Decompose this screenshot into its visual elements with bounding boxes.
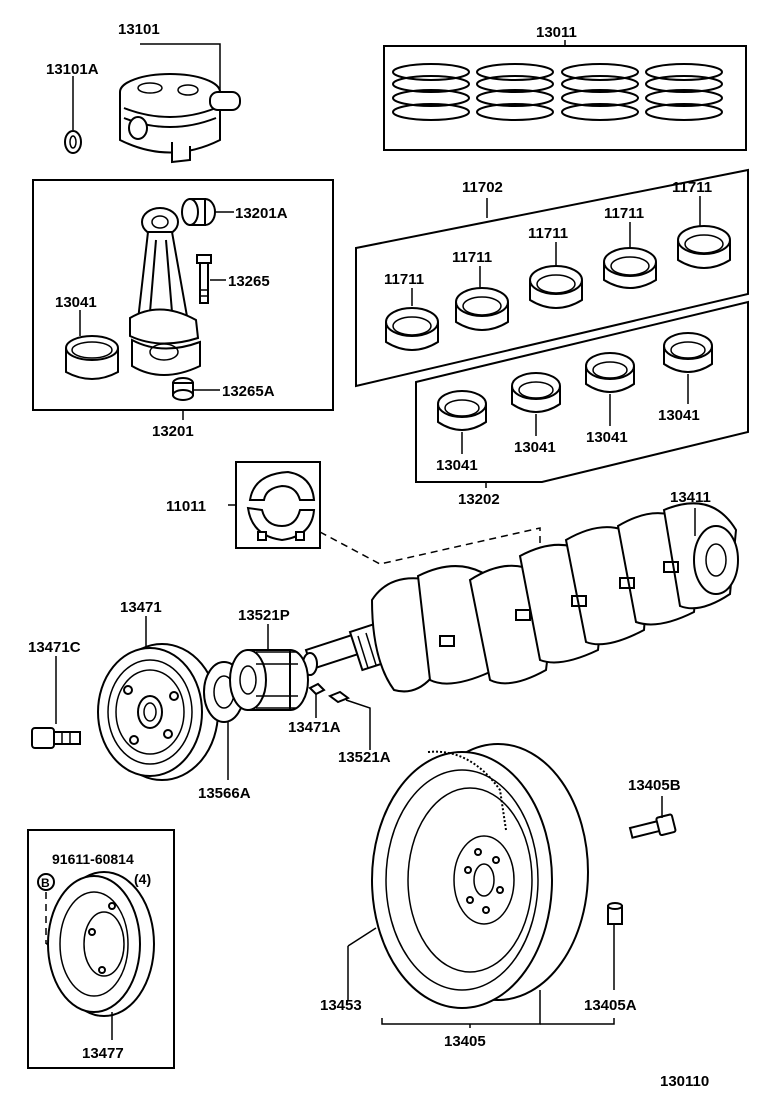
label-inset-bolt: 91611-60814 <box>52 851 134 867</box>
rod-bearing-left[interactable] <box>65 335 119 380</box>
rod-bearing-set-1[interactable] <box>437 390 487 431</box>
rod-bearing-set-3[interactable] <box>585 352 635 393</box>
label-inset-pulley: 13477 <box>82 1045 124 1062</box>
connecting-rod[interactable] <box>129 207 201 376</box>
label-piston-pin-clip: 13101A <box>46 61 99 78</box>
ring-gear-leader-2 <box>347 927 377 947</box>
label-pulley-bolt: 13471C <box>28 639 81 656</box>
piston-leader <box>140 43 221 92</box>
flywheel-bracket-left <box>381 990 541 1025</box>
inset-ref-letter: B <box>41 876 50 890</box>
label-rod-bearing-set: 13202 <box>458 491 500 508</box>
label-rod-bolt: 13265 <box>228 273 270 290</box>
label-crank-bearing-2: 11711 <box>452 249 492 266</box>
label-crankshaft: 13411 <box>670 489 711 506</box>
label-con-rod-assy: 13201 <box>152 423 194 440</box>
label-crank-bearing-1: 11711 <box>384 271 424 288</box>
crank-bearing-1[interactable] <box>385 307 439 351</box>
inset-pulley[interactable] <box>47 871 155 1017</box>
rod-bearing-set-4[interactable] <box>663 332 713 373</box>
label-flywheel-bolt: 13405B <box>628 777 681 794</box>
rod-bearing-set-2[interactable] <box>511 372 561 413</box>
label-rod-bearing-set-1: 13041 <box>436 457 478 474</box>
gear-key[interactable] <box>327 690 351 704</box>
label-flywheel-pin: 13405A <box>584 997 637 1014</box>
inset-box <box>27 829 175 1069</box>
timing-gear[interactable] <box>229 649 309 711</box>
inset-ref-marker: B <box>37 873 55 891</box>
label-crank-pulley: 13471 <box>120 599 162 616</box>
piston[interactable] <box>119 73 241 164</box>
ring-stack-3 <box>561 63 639 121</box>
flywheel-bracket-right <box>540 1018 615 1025</box>
label-inset-qty: (4) <box>134 871 151 887</box>
label-rod-bushing: 13201A <box>235 205 288 222</box>
crank-bearing-box <box>355 168 749 388</box>
rod-bearing-box <box>415 300 749 483</box>
ring-stack-4 <box>645 63 723 121</box>
rod-bushing[interactable] <box>181 198 216 226</box>
thrust-position-dash <box>319 527 541 566</box>
piston-ring-box <box>383 45 747 151</box>
diagram-code: 130110 <box>660 1073 709 1090</box>
crank-pulley[interactable] <box>97 643 219 781</box>
label-rod-nut: 13265A <box>222 383 275 400</box>
label-piston-rings: 13011 <box>536 24 577 41</box>
pulley-key[interactable] <box>308 682 326 696</box>
ring-stack-1 <box>392 63 470 121</box>
crank-bearing-2[interactable] <box>455 287 509 331</box>
gear-key-leader <box>345 699 371 750</box>
label-crank-bearing-3: 11711 <box>528 225 568 242</box>
crank-bearing-5[interactable] <box>677 225 731 269</box>
piston-ring-set[interactable] <box>392 63 723 121</box>
label-gear-key: 13521A <box>338 749 391 766</box>
crankshaft[interactable] <box>302 502 739 693</box>
label-rod-bearing-set-4: 13041 <box>658 407 700 424</box>
flywheel-pin[interactable] <box>607 902 623 925</box>
rod-nut[interactable] <box>172 377 194 401</box>
crank-bearing-4[interactable] <box>603 247 657 289</box>
label-pulley-key: 13471A <box>288 719 341 736</box>
label-crank-bearing-4: 11711 <box>604 205 644 222</box>
flywheel[interactable] <box>371 743 589 1009</box>
label-timing-gear: 13521P <box>238 607 290 624</box>
label-crank-bearing-5: 11711 <box>672 179 712 196</box>
label-piston: 13101 <box>118 21 160 38</box>
label-flywheel-assy: 13405 <box>444 1033 486 1050</box>
ring-stack-2 <box>476 63 554 121</box>
label-thrust-washer-set: 11011 <box>166 498 206 515</box>
label-oil-slinger: 13566A <box>198 785 251 802</box>
ring-gear[interactable] <box>427 750 507 831</box>
crank-bearing-3[interactable] <box>529 265 583 309</box>
thrust-washer-set[interactable] <box>246 470 316 542</box>
flywheel-bolt[interactable] <box>628 813 677 839</box>
label-rod-bearing-set-3: 13041 <box>586 429 628 446</box>
label-rod-bearing-left: 13041 <box>55 294 97 311</box>
rod-bolt[interactable] <box>196 254 212 304</box>
label-crank-bearing-set: 11702 <box>462 179 503 196</box>
pulley-bolt[interactable] <box>31 727 81 749</box>
piston-pin-clip[interactable] <box>64 130 82 154</box>
label-ring-gear: 13453 <box>320 997 362 1014</box>
label-rod-bearing-set-2: 13041 <box>514 439 556 456</box>
